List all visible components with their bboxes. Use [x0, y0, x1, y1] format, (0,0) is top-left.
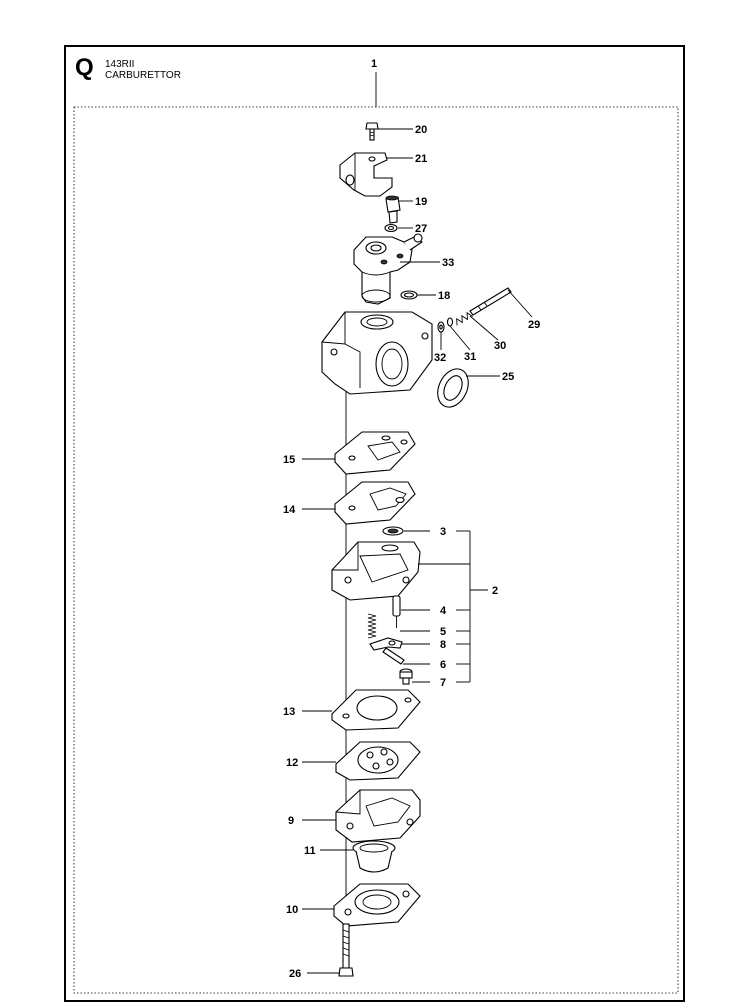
section-letter: Q — [75, 54, 94, 81]
callout-19: 19 — [415, 196, 427, 208]
part-18-seal-ring-icon — [400, 290, 418, 300]
callout-20: 20 — [415, 124, 427, 136]
part-30-spring-icon — [456, 311, 473, 326]
leader-31 — [449, 325, 471, 351]
part-6-axle-icon — [382, 647, 405, 665]
part-8-lever-icon — [369, 637, 403, 651]
part-32-washer-icon — [437, 321, 445, 333]
part-11-primer-bulb-icon — [352, 840, 396, 873]
callout-7: 7 — [440, 677, 446, 689]
callout-2: 2 — [492, 585, 498, 597]
callout-13: 13 — [283, 706, 295, 718]
leader-29 — [507, 289, 533, 318]
callout-21: 21 — [415, 153, 427, 165]
part-13-gasket-icon — [331, 689, 421, 731]
part-15-gasket-icon — [334, 431, 416, 475]
part-25-seal-icon — [437, 368, 469, 408]
part-33-throttle-housing-icon — [353, 233, 423, 305]
part-3-inlet-valve-icon — [382, 526, 404, 536]
callout-31: 31 — [464, 351, 476, 363]
callout-1: 1 — [371, 58, 377, 70]
model-number: 143RII — [105, 59, 135, 70]
part-29-adjusting-needle-icon — [469, 287, 512, 316]
part-19-pin-icon — [385, 195, 401, 224]
callout-29: 29 — [528, 319, 540, 331]
leader-30 — [469, 315, 499, 341]
part-26-screw-icon — [338, 923, 354, 977]
callout-12: 12 — [286, 757, 298, 769]
part-20-screw-icon — [365, 122, 379, 141]
callout-9: 9 — [288, 815, 294, 827]
callout-18: 18 — [438, 290, 450, 302]
callout-26: 26 — [289, 968, 301, 980]
kit-2-bracket — [456, 530, 488, 683]
callout-5: 5 — [440, 626, 446, 638]
page-title: CARBURETTOR — [105, 70, 181, 81]
part-9-cover-icon — [335, 789, 421, 843]
part-14-gasket-icon — [334, 481, 416, 525]
part-7-screw-icon — [399, 668, 413, 685]
callout-30: 30 — [494, 340, 506, 352]
callout-11: 11 — [304, 845, 316, 857]
callout-27: 27 — [415, 223, 427, 235]
callout-6: 6 — [440, 659, 446, 671]
carburettor-body-icon — [321, 311, 433, 395]
callout-14: 14 — [283, 504, 296, 516]
part-5-spring-icon — [367, 613, 377, 639]
part-31-o-ring-icon — [446, 317, 454, 327]
part-12-diaphragm-icon — [335, 741, 421, 781]
part-10-flange-icon — [333, 883, 421, 927]
part-2-pump-housing-icon — [331, 541, 421, 601]
callout-10: 10 — [286, 904, 298, 916]
part-21-bracket-icon — [339, 152, 393, 197]
callout-32: 32 — [434, 352, 446, 364]
diagram-frame — [64, 45, 685, 1002]
callout-33: 33 — [442, 257, 454, 269]
part-4-needle-icon — [392, 595, 401, 628]
callout-4: 4 — [440, 605, 447, 617]
callout-15: 15 — [283, 454, 295, 466]
part-27-washer-icon — [384, 223, 398, 233]
callout-8: 8 — [440, 639, 446, 651]
callout-25: 25 — [502, 371, 514, 383]
callout-3: 3 — [440, 526, 446, 538]
